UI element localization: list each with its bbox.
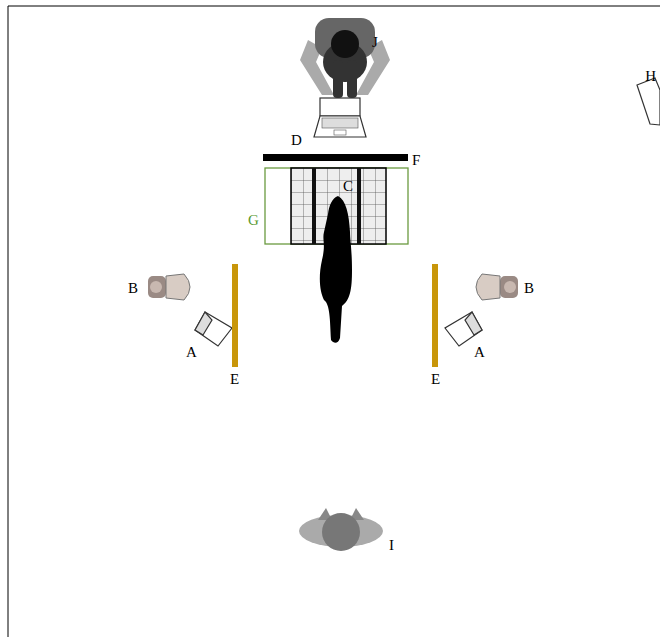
callout-letter: J [372,34,378,50]
callout-letter: G [248,212,259,228]
callout-letter: E [230,371,239,387]
callout-letter: C [343,178,353,194]
screen-bar [263,154,408,161]
callout-letter: I [389,537,394,553]
camera [637,78,660,125]
callout-letter: B [524,280,534,296]
callout-letter: B [128,280,138,296]
room-wall [8,6,660,637]
callout-letter: D [291,132,302,148]
owner [299,508,383,551]
experimenter [300,18,390,98]
horn-left [195,312,232,346]
laptop [314,98,366,137]
barrier [432,264,438,367]
callout-letter: E [431,371,440,387]
speaker-left [148,274,190,300]
callout-letter: A [186,344,197,360]
callout-letter: F [412,152,420,168]
callout-letter: A [474,344,485,360]
horn-right [445,312,482,346]
barrier [232,264,238,367]
speaker-right [476,274,518,300]
callout-letter: H [645,68,656,84]
dog [320,196,352,343]
